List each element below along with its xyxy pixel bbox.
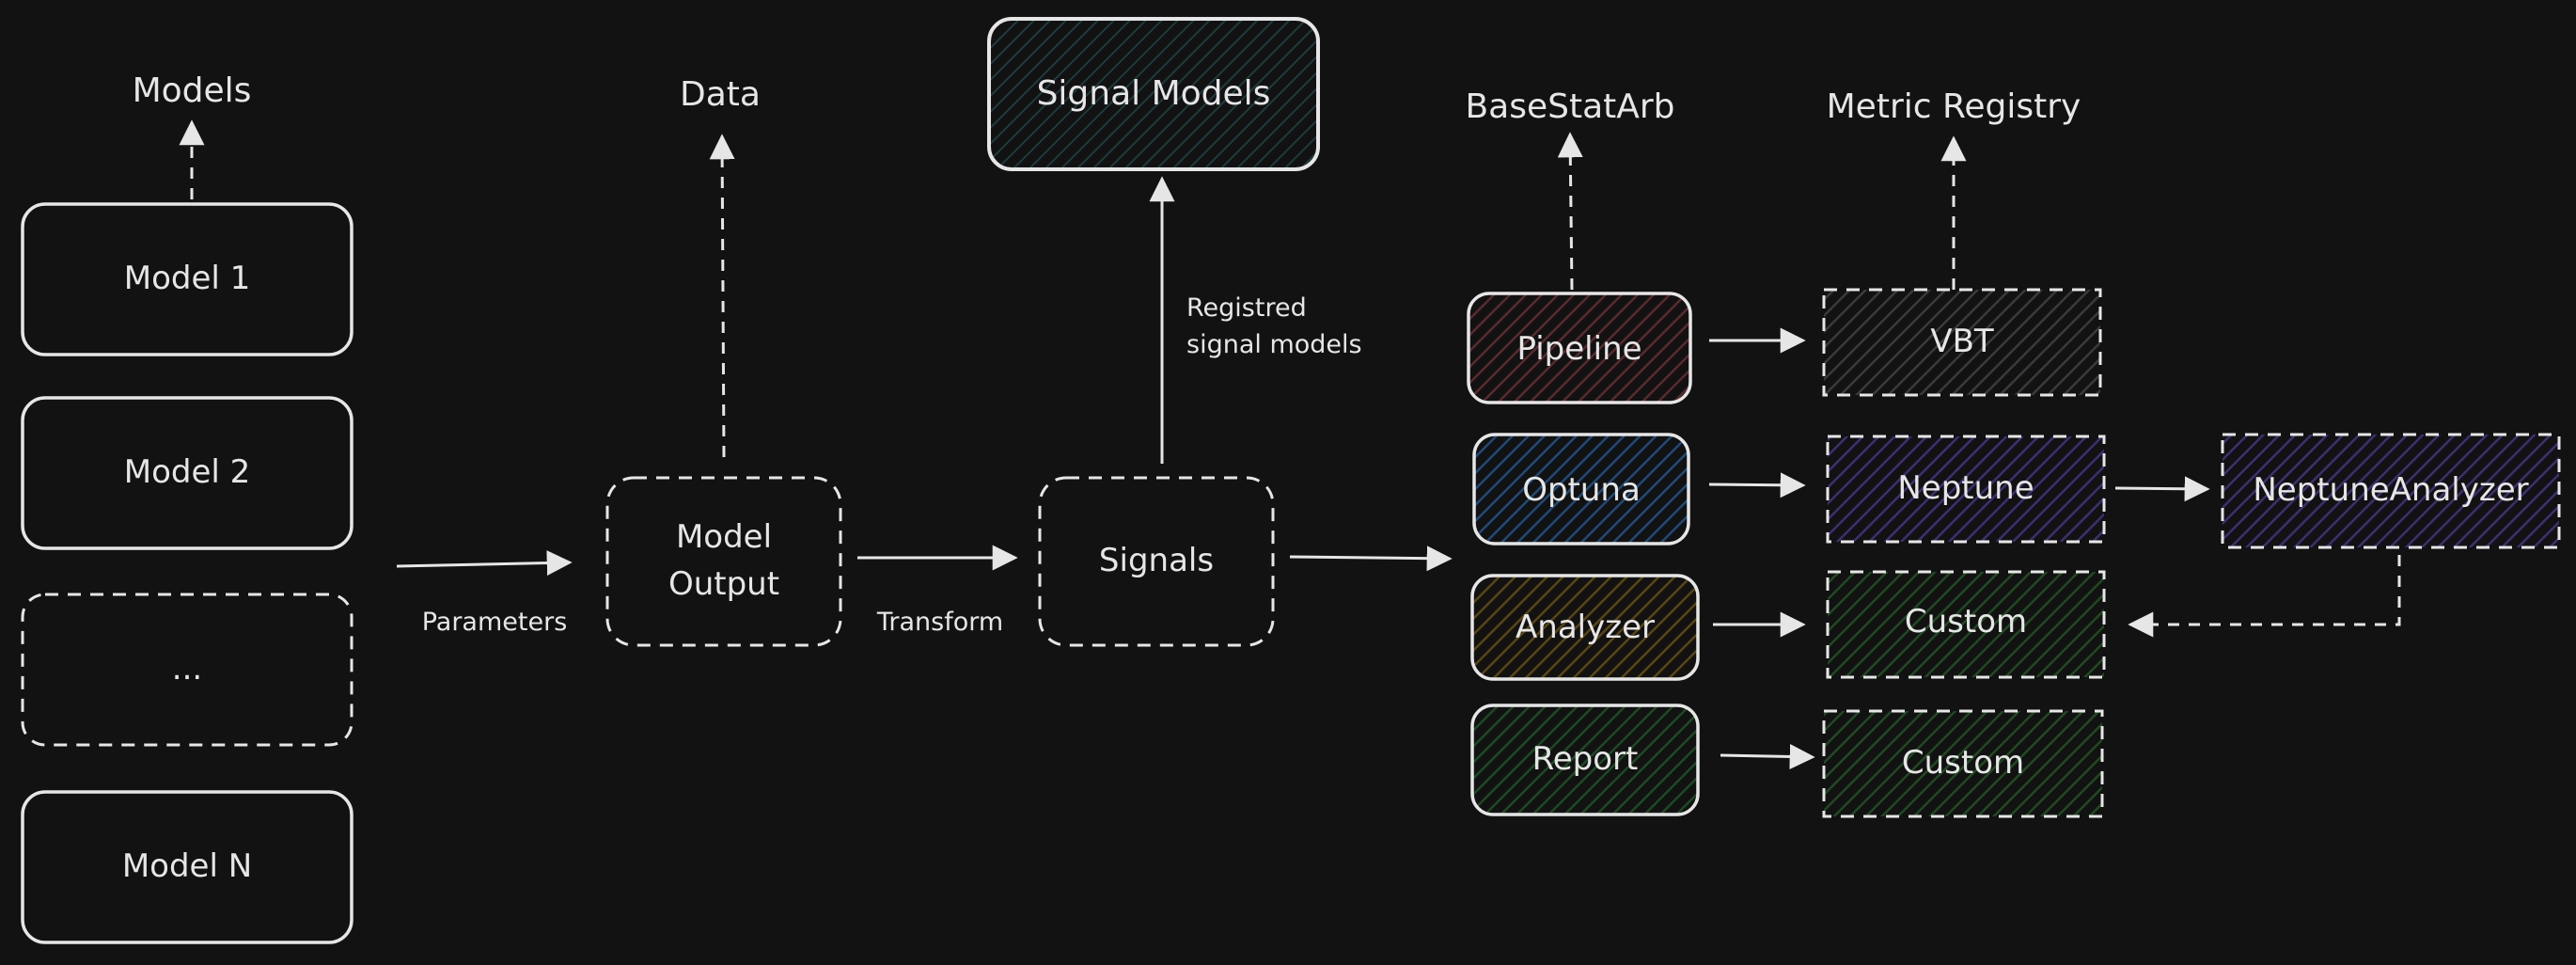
- neptune-analyzer-node: NeptuneAnalyzer: [2221, 433, 2561, 549]
- model-output-label-line1: Model: [676, 518, 772, 556]
- model-ellipsis-node: ...: [21, 593, 353, 747]
- report-label: Report: [1532, 740, 1639, 778]
- edge-neptune-analyzer: [2114, 476, 2210, 502]
- edge-report-custom: [1720, 744, 1815, 770]
- models-label: Models: [133, 71, 252, 110]
- basestatarb-label: BaseStatArb: [1465, 87, 1674, 126]
- edge-neptuneanalyzer-custom: [2128, 555, 2401, 638]
- vbt-node: VBT: [1822, 288, 2102, 397]
- pipeline-label: Pipeline: [1516, 330, 1641, 368]
- edge-basestatarb-up: [1557, 132, 1583, 291]
- signal-models-label: Signal Models: [1037, 74, 1271, 113]
- custom-node-2: Custom: [1822, 709, 2104, 818]
- edge-parameters: [396, 550, 573, 577]
- model-output-label-line2: Output: [668, 565, 779, 603]
- analyzer-node: Analyzer: [1470, 574, 1700, 681]
- custom-node-1: Custom: [1826, 570, 2106, 679]
- edge-signals-out: [1289, 546, 1453, 572]
- signals-node: Signals: [1038, 476, 1275, 647]
- signals-label: Signals: [1099, 542, 1214, 579]
- registered-label-line2: signal models: [1186, 330, 1362, 359]
- report-node: Report: [1470, 704, 1700, 816]
- model-output-node: Model Output: [605, 476, 842, 647]
- pipeline-node: Pipeline: [1467, 292, 1692, 404]
- edge-optuna-neptune: [1708, 472, 1806, 498]
- optuna-node: Optuna: [1472, 433, 1690, 546]
- neptune-analyzer-label: NeptuneAnalyzer: [2253, 471, 2528, 509]
- custom-label-1: Custom: [1905, 603, 2027, 641]
- model-ellipsis-label: ...: [172, 650, 202, 688]
- registered-label-line1: Registred: [1186, 293, 1307, 323]
- parameters-label: Parameters: [422, 608, 568, 637]
- vbt-label: VBT: [1930, 323, 1994, 360]
- metric-registry-label: Metric Registry: [1827, 87, 2081, 126]
- neptune-node: Neptune: [1826, 435, 2106, 544]
- edge-data-up: [709, 134, 735, 458]
- neptune-label: Neptune: [1897, 469, 2034, 507]
- model-2-node: Model 2: [21, 396, 353, 550]
- model-2-label: Model 2: [124, 453, 251, 491]
- transform-label: Transform: [876, 608, 1003, 637]
- custom-label-2: Custom: [1902, 744, 2024, 782]
- analyzer-label: Analyzer: [1516, 609, 1655, 646]
- model-1-label: Model 1: [124, 260, 251, 297]
- optuna-label: Optuna: [1522, 471, 1641, 509]
- model-n-node: Model N: [21, 790, 353, 944]
- data-label: Data: [680, 75, 761, 114]
- signal-models-node: Signal Models: [987, 17, 1320, 171]
- model-n-label: Model N: [122, 847, 252, 885]
- model-1-node: Model 1: [21, 202, 353, 356]
